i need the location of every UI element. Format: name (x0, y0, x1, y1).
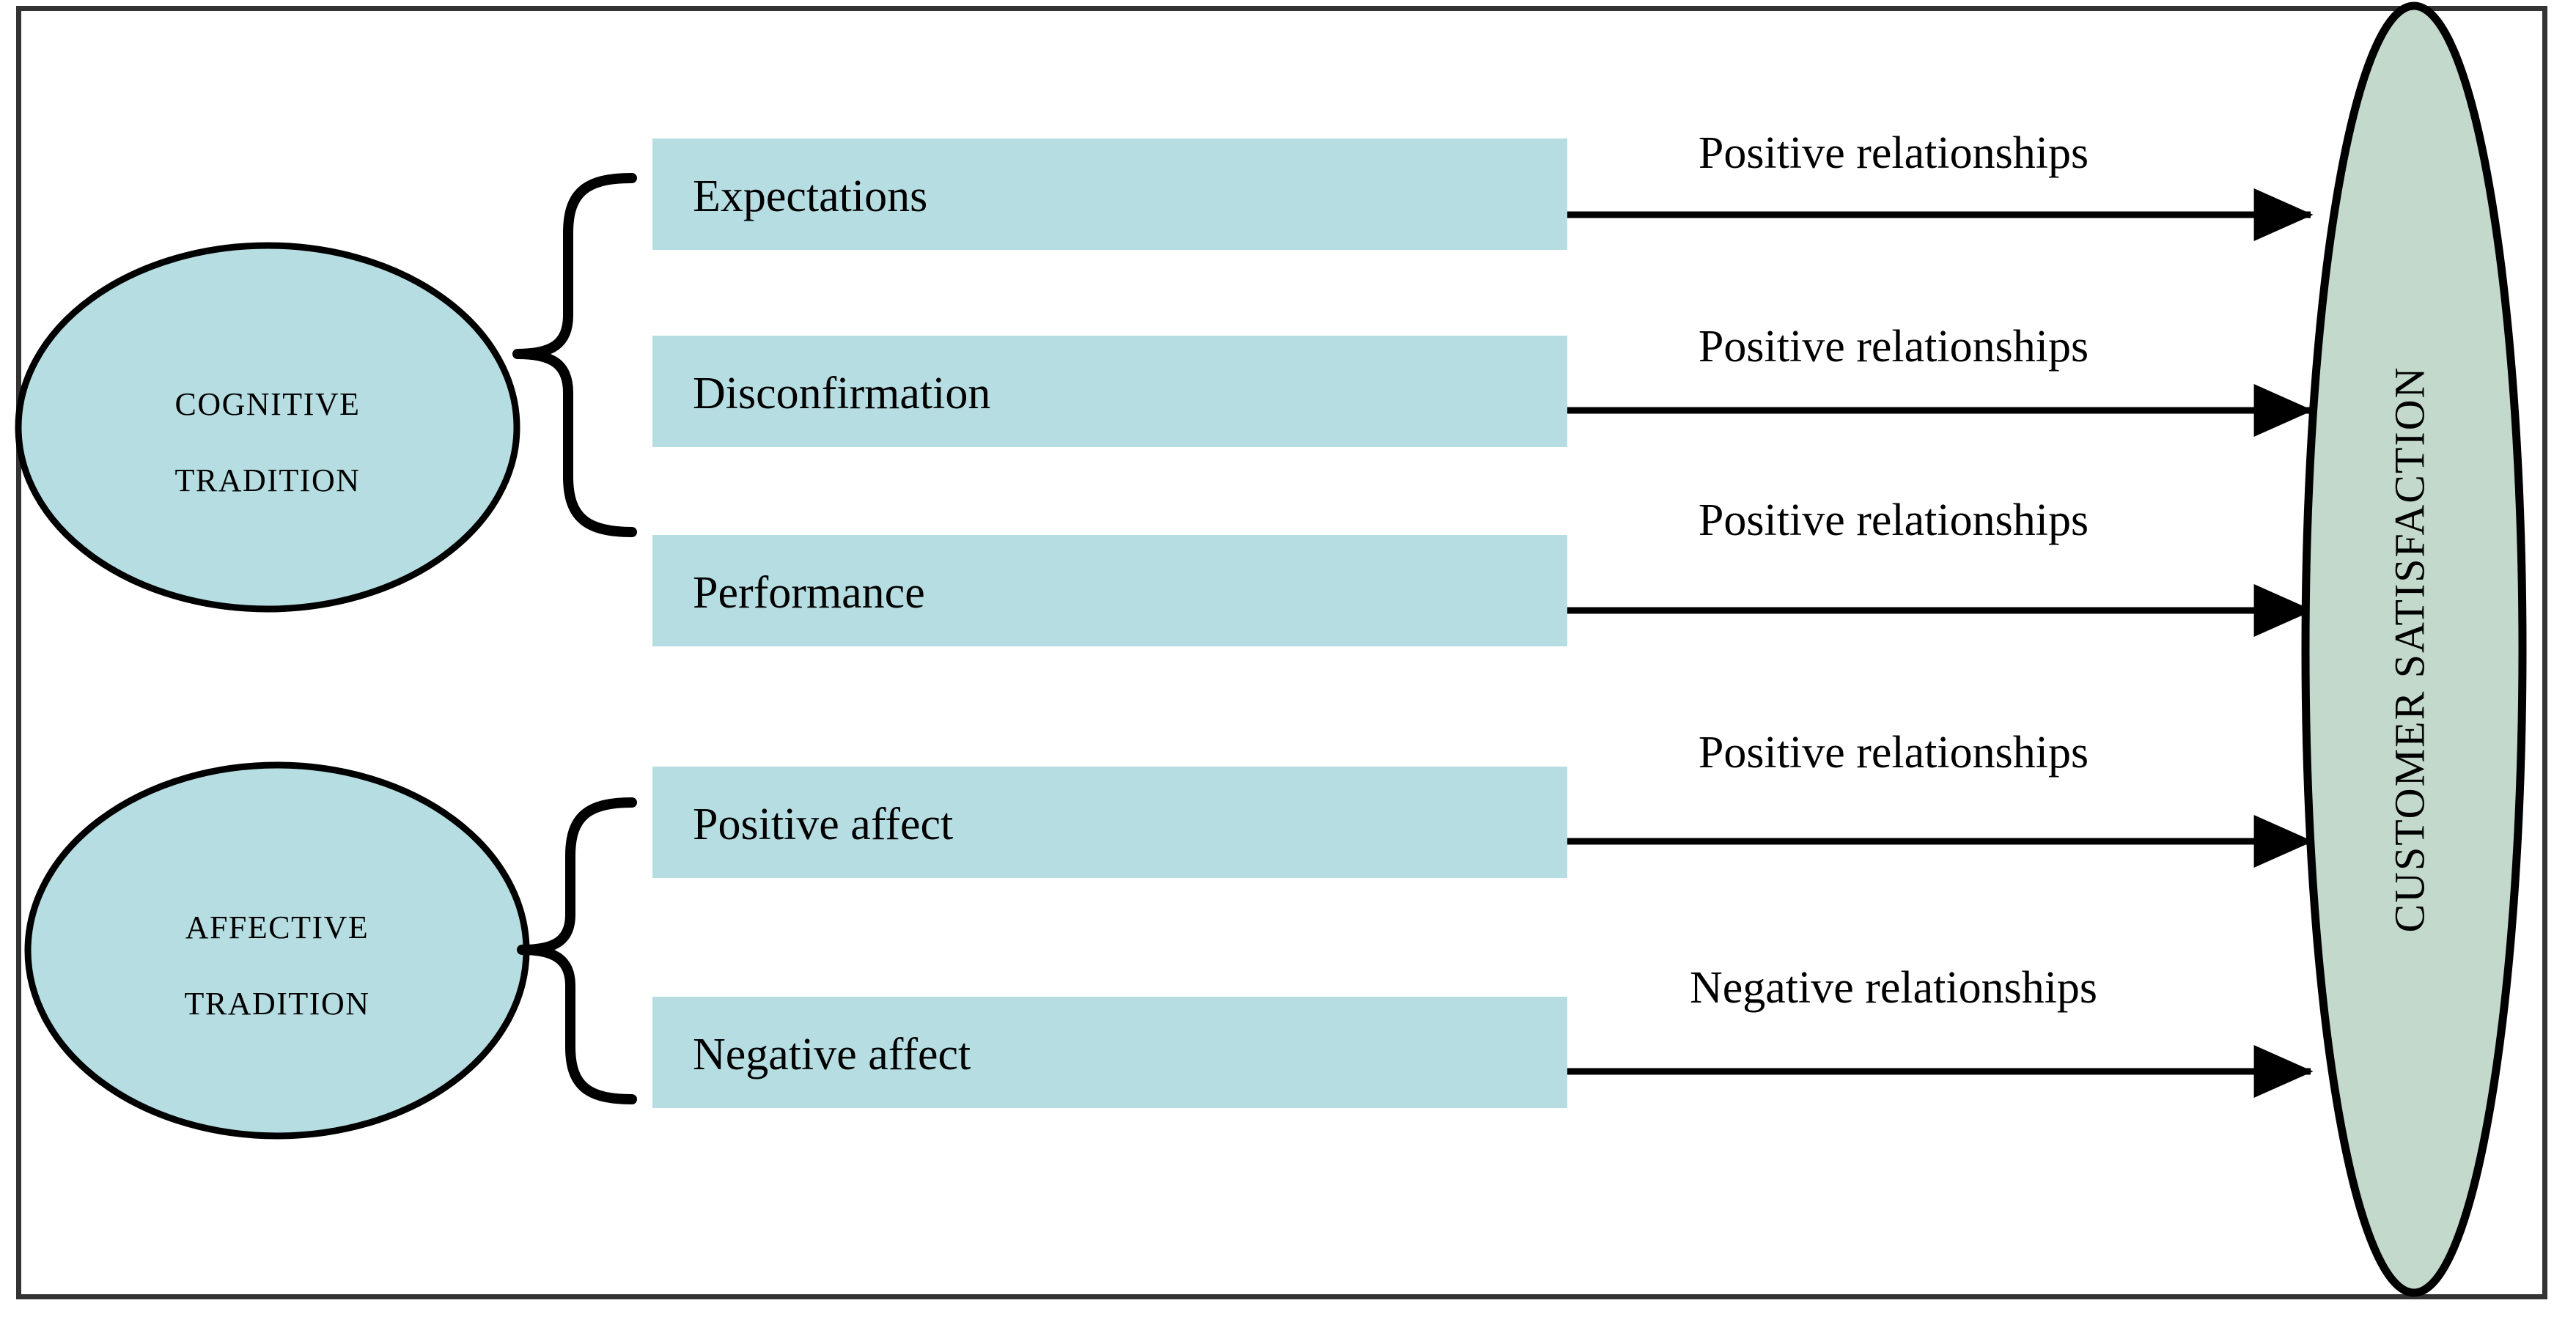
outcome-node-customer-satisfaction[interactable]: CUSTOMER SATISFACTION (2301, 1, 2527, 1297)
expectations-box-shape (652, 139, 1567, 250)
figure-frame (16, 6, 2547, 1299)
cognitive-ellipse-shape (15, 242, 520, 613)
positive-affect-label: Positive affect (693, 800, 953, 849)
source-node-affective[interactable]: AFFECTIVE TRADITION (24, 761, 530, 1140)
cognitive-label-line1: COGNITIVE (174, 386, 360, 422)
customer-satisfaction-label: CUSTOMER SATISFACTION (2385, 366, 2433, 932)
performance-box-shape (652, 535, 1567, 646)
brace-cognitive-path (512, 173, 637, 537)
disconfirmation-box-shape (652, 336, 1567, 447)
construct-box-performance[interactable]: Performance (652, 535, 1567, 646)
relationship-label-positive-affect: Positive relationships (1699, 728, 2089, 778)
relationship-label-disconfirmation: Positive relationships (1699, 322, 2089, 372)
brace-affective (517, 797, 637, 1104)
positive-affect-box-shape (652, 767, 1567, 878)
negative-affect-box-shape (652, 997, 1567, 1108)
expectations-label: Expectations (693, 171, 927, 221)
relationship-label-negative-affect: Negative relationships (1690, 963, 2097, 1013)
construct-box-disconfirmation[interactable]: Disconfirmation (652, 336, 1567, 447)
cognitive-label-line2: TRADITION (174, 462, 360, 498)
brace-affective-path (517, 797, 637, 1104)
performance-label: Performance (693, 568, 925, 618)
construct-box-expectations[interactable]: Expectations (652, 139, 1567, 250)
source-node-cognitive[interactable]: COGNITIVE TRADITION (15, 242, 520, 613)
brace-cognitive (512, 173, 637, 537)
relationship-label-expectations: Positive relationships (1699, 128, 2089, 178)
construct-box-negative-affect[interactable]: Negative affect (652, 997, 1567, 1108)
relationship-label-performance: Positive relationships (1699, 495, 2089, 545)
construct-box-positive-affect[interactable]: Positive affect (652, 767, 1567, 878)
negative-affect-label: Negative affect (693, 1030, 971, 1079)
customer-satisfaction-ellipse-shape (2301, 1, 2527, 1297)
affective-label-line1: AFFECTIVE (185, 909, 369, 945)
affective-ellipse-shape (24, 761, 530, 1140)
affective-label-line2: TRADITION (184, 986, 369, 1022)
disconfirmation-label: Disconfirmation (693, 369, 990, 418)
